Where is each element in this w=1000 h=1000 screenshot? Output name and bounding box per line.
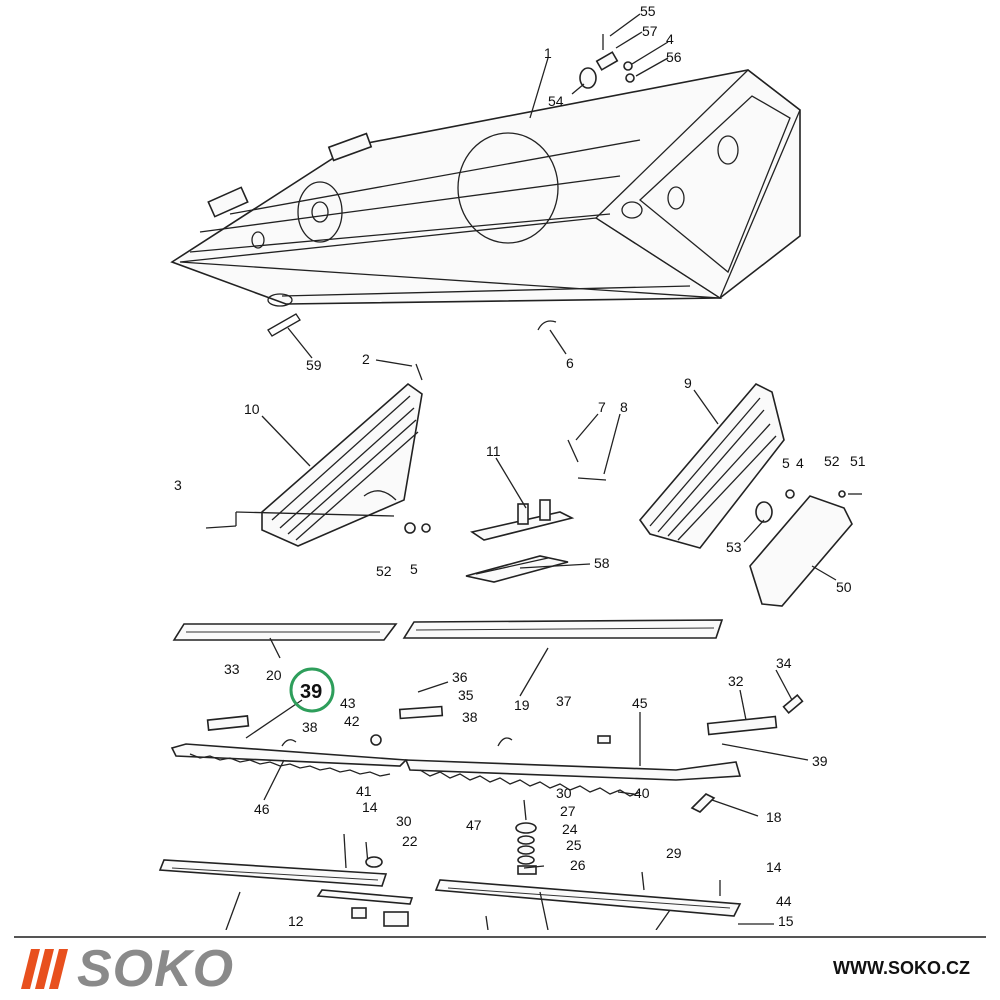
header-frame: [170, 69, 801, 307]
highlight-ring: [289, 667, 335, 713]
label-52-left: 52: [376, 563, 392, 579]
center-bracket: [465, 439, 607, 583]
label-30-center: 30: [556, 785, 572, 801]
label-46: 46: [254, 801, 270, 817]
side-panel-right: [638, 383, 862, 607]
label-10: 10: [244, 401, 260, 417]
label-35: 35: [458, 687, 474, 703]
label-37: 37: [556, 693, 572, 709]
label-5-right: 5: [782, 455, 790, 471]
label-52-right: 52: [824, 453, 840, 469]
label-4-right: 4: [796, 455, 804, 471]
label-44: 44: [776, 893, 792, 909]
label-27: 27: [560, 803, 576, 819]
label-39-highlighted: 39: [300, 681, 322, 703]
top-bracket-hardware: [267, 34, 635, 337]
side-panel-left: [205, 363, 431, 547]
label-9: 9: [684, 375, 692, 391]
label-55: 55: [640, 3, 656, 19]
label-22: 22: [402, 833, 418, 849]
label-1: 1: [544, 45, 552, 61]
label-18: 18: [766, 809, 782, 825]
label-26: 26: [570, 857, 586, 873]
label-57: 57: [642, 23, 658, 39]
label-14-right: 14: [766, 859, 782, 875]
label-53: 53: [726, 539, 742, 555]
label-11: 11: [486, 443, 501, 459]
label-45: 45: [632, 695, 648, 711]
label-36: 36: [452, 669, 468, 685]
label-14-left: 14: [362, 799, 378, 815]
label-33: 33: [224, 661, 240, 677]
label-51: 51: [850, 453, 866, 469]
footer-divider: [14, 936, 986, 938]
label-29: 29: [666, 845, 682, 861]
label-15: 15: [778, 913, 794, 929]
label-59: 59: [306, 357, 322, 373]
label-34: 34: [776, 655, 792, 671]
label-6: 6: [566, 355, 574, 371]
leader-lines: [245, 13, 837, 869]
label-4-top: 4: [666, 31, 674, 47]
logo-wordmark: SOKO: [77, 940, 235, 998]
label-42: 42: [344, 713, 360, 729]
knife-bars: [170, 694, 804, 813]
label-3: 3: [174, 477, 182, 493]
label-20: 20: [266, 667, 282, 683]
label-56: 56: [666, 49, 682, 65]
label-2: 2: [362, 351, 370, 367]
label-8: 8: [620, 399, 628, 415]
label-58: 58: [594, 555, 610, 571]
label-7: 7: [598, 399, 606, 415]
bottom-bars: [158, 799, 774, 930]
label-25: 25: [566, 837, 582, 853]
label-19: 19: [514, 697, 530, 713]
label-41: 41: [356, 783, 372, 799]
label-38-left: 38: [302, 719, 318, 735]
knife-guards: [172, 619, 724, 641]
label-24: 24: [562, 821, 578, 837]
label-43: 43: [340, 695, 356, 711]
label-54: 54: [548, 93, 564, 109]
label-12: 12: [288, 913, 304, 929]
label-40: 40: [634, 785, 650, 801]
label-47: 47: [466, 817, 482, 833]
soko-logo: SOKO: [21, 940, 235, 998]
label-39-right: 39: [812, 753, 828, 769]
label-50: 50: [836, 579, 852, 595]
website-link[interactable]: WWW.SOKO.CZ: [833, 958, 970, 978]
logo-stripes-icon: [21, 949, 68, 989]
label-5-left: 5: [410, 561, 418, 577]
label-30-left: 30: [396, 813, 412, 829]
part-labels: 55 57 4 56 1 54 59 2 6 10 9 7 8 11 3 5 4…: [174, 3, 866, 929]
label-38-center: 38: [462, 709, 478, 725]
exploded-parts-diagram: 55 57 4 56 1 54 59 2 6 10 9 7 8 11 3 5 4…: [158, 3, 866, 930]
label-32: 32: [728, 673, 744, 689]
